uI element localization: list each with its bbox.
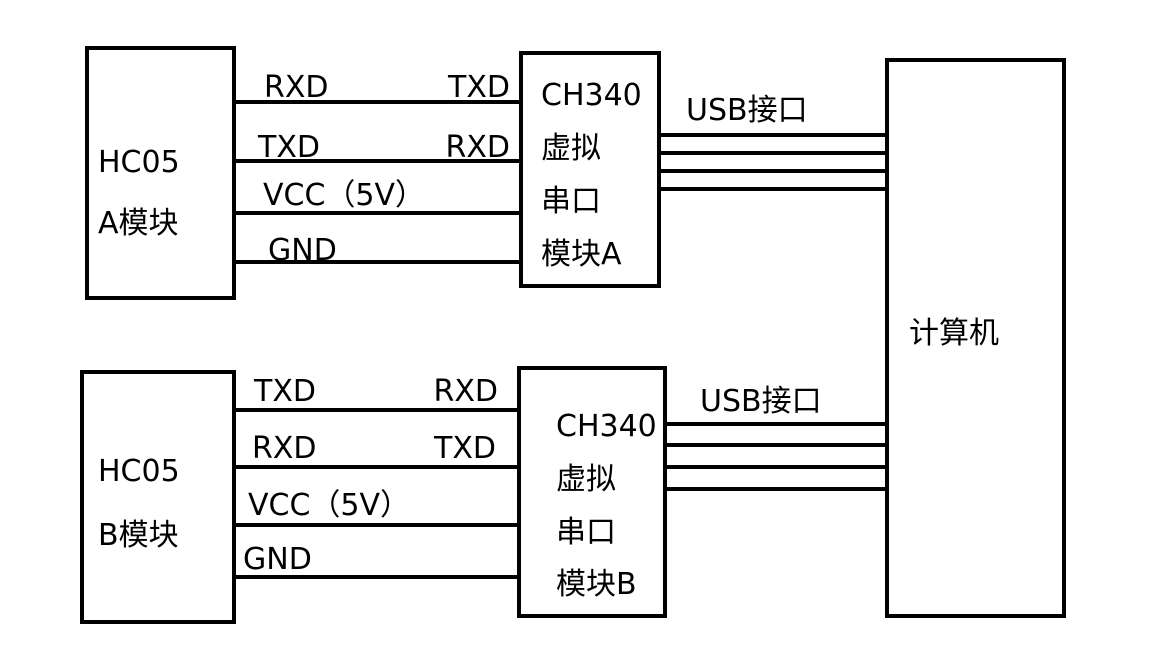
link-a-right-label-1: TXD [447, 70, 510, 105]
link-b-right-label-2: TXD [433, 431, 496, 466]
hc05-b-box [80, 370, 236, 624]
hc05-a-name: HC05 [98, 145, 180, 180]
link-b-left-label-2: RXD [252, 431, 317, 466]
ch340-a-line1: CH340 [541, 78, 642, 113]
ch340-b-box [517, 366, 667, 618]
link-a-left-label-3: VCC（5V） [263, 178, 425, 213]
hc05-b-suffix: B模块 [98, 518, 179, 553]
hc05-a-box [85, 46, 236, 300]
ch340-b-line2: 虚拟 [556, 462, 616, 497]
hc05-b-name: HC05 [98, 454, 180, 489]
link-a-left-label-2: TXD [257, 130, 320, 165]
link-b-left-label-4: GND [243, 542, 312, 577]
computer-label: 计算机 [909, 316, 999, 351]
link-b-left-label-1: TXD [253, 374, 316, 409]
ch340-a-line3: 串口 [541, 184, 601, 219]
ch340-b-line1: CH340 [556, 409, 657, 444]
ch340-a-line2: 虚拟 [541, 131, 601, 166]
computer-box [885, 58, 1066, 618]
usb-a-label: USB接口 [686, 93, 808, 128]
link-a-left-label-4: GND [268, 233, 337, 268]
link-a-left-label-1: RXD [264, 70, 329, 105]
link-b-left-label-3: VCC（5V） [248, 488, 410, 523]
ch340-b-line3: 串口 [556, 515, 616, 550]
link-a-right-label-2: RXD [446, 130, 511, 165]
ch340-a-line4: 模块A [541, 237, 622, 272]
usb-b-label: USB接口 [700, 384, 822, 419]
hc05-a-suffix: A模块 [98, 206, 179, 241]
ch340-b-line4: 模块B [556, 567, 637, 602]
link-b-right-label-1: RXD [434, 374, 499, 409]
